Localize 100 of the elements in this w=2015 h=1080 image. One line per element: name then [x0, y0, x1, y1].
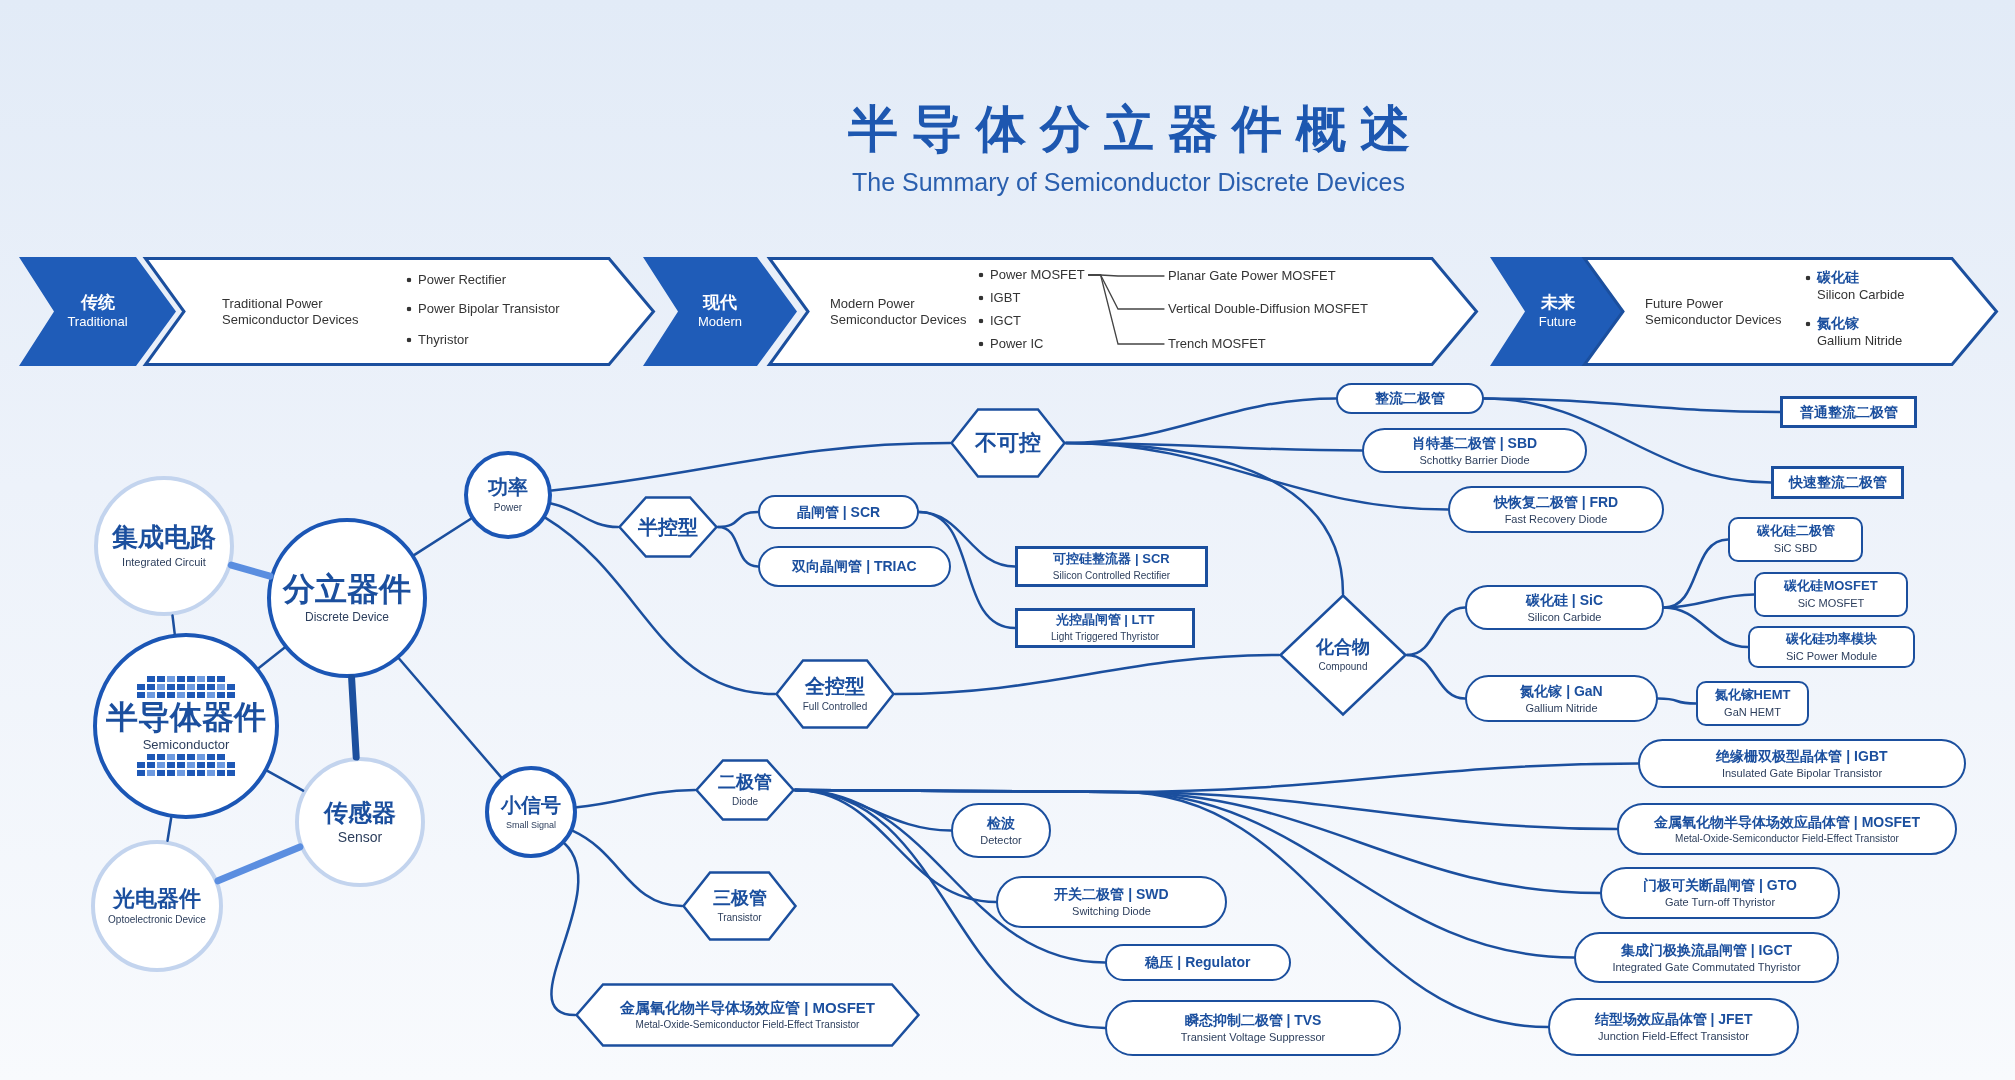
rounded-node — [1574, 932, 1839, 983]
hexagon-node — [775, 659, 895, 729]
chevron-tag — [643, 257, 797, 366]
node-title: 未来 — [1540, 292, 1575, 313]
node-title: 瞬态抑制二极管 | TVS — [1184, 1012, 1322, 1029]
rounded-node — [1105, 1000, 1401, 1056]
rounded-node — [1617, 803, 1957, 855]
node-subtitle: Switching Diode — [1072, 905, 1151, 918]
node-subtitle: Traditional — [67, 315, 128, 331]
node-title: 金属氧化物半导体场效应管 | MOSFET — [620, 999, 875, 1017]
node-subtitle: Silicon Carbide — [1817, 288, 1905, 304]
connector-line — [166, 816, 173, 843]
node-title: 全控型 — [805, 675, 865, 699]
hexagon-node — [575, 983, 920, 1047]
node-title: 传感器 — [324, 798, 396, 827]
connector-line — [793, 788, 1107, 1030]
connector-line — [1656, 697, 1698, 705]
rounded-rectangle-node — [1754, 572, 1908, 617]
node-title: 三极管 — [712, 888, 767, 910]
node-title: 绝缘栅双极型晶体管 | IGBT — [1716, 747, 1888, 764]
rectangle-node — [1780, 396, 1917, 428]
node-subtitle: SiC Power Module — [1785, 649, 1878, 663]
connector-line — [171, 614, 176, 635]
node-title: 碳化硅 | SiC — [1525, 591, 1603, 608]
node-title: 稳压 | Regulator — [1145, 954, 1251, 971]
connector-line — [544, 516, 777, 696]
rounded-rectangle-node — [1696, 681, 1809, 726]
node-subtitle: Gate Turn-off Thyristor — [1664, 896, 1776, 909]
node-subtitle: Silicon Carbide — [1527, 610, 1602, 624]
connector-line — [1405, 653, 1467, 700]
hexagon-node — [618, 496, 718, 558]
node-title: 快恢复二极管 | FRD — [1493, 493, 1619, 510]
node-subtitle: SiC MOSFET — [1797, 597, 1865, 610]
node-subtitle: SiC SBD — [1773, 542, 1818, 555]
rounded-node — [1448, 486, 1664, 533]
node-subtitle: GaN HEMT — [1724, 706, 1781, 719]
connector-line — [550, 842, 580, 1017]
node-title: 集成门极换流晶闸管 | IGCT — [1620, 941, 1793, 958]
node-title: 整流二极管 — [1375, 390, 1445, 407]
connector-line — [716, 525, 760, 568]
node-title: 检波 — [987, 814, 1015, 831]
node-title: 氮化镓 | GaN — [1520, 682, 1603, 699]
list-item: Vertical Double-Diffusion MOSFET — [1168, 300, 1368, 318]
rectangle-node — [1771, 466, 1904, 499]
node-title: 肖特基二极管 | SBD — [1411, 434, 1538, 451]
node-subtitle: Integrated Circuit — [122, 556, 206, 569]
rounded-node — [1548, 998, 1799, 1056]
rounded-node — [758, 546, 951, 587]
node-title: 碳化硅二极管 — [1756, 524, 1835, 540]
rounded-node — [1336, 383, 1484, 414]
node-subtitle: Full Controlled — [802, 701, 868, 713]
chevron-tag — [19, 257, 176, 366]
connector-line — [1064, 441, 1345, 596]
node-subtitle: Modern — [697, 315, 743, 331]
node-title: 碳化硅 — [1817, 269, 1860, 286]
node-title: 半控型 — [638, 515, 698, 539]
node-title: 普通整流二极管 — [1799, 403, 1898, 421]
node-subtitle: Optoelectronic Device — [108, 914, 206, 926]
node-subtitle: Semiconductor — [142, 738, 230, 754]
rounded-rectangle-node — [1728, 517, 1863, 562]
rounded-node — [1465, 675, 1658, 722]
connector-line — [266, 769, 305, 792]
connector-line — [413, 517, 473, 557]
node-subtitle: Transistor — [717, 912, 762, 924]
node-title: 结型场效应晶体管 | JFET — [1594, 1011, 1753, 1028]
node-title: 氮化镓HEMT — [1714, 688, 1791, 704]
node-title: 集成电路 — [112, 523, 216, 554]
node-subtitle: Future — [1538, 315, 1577, 331]
node-title: 现代 — [703, 292, 737, 313]
rounded-node — [1600, 867, 1840, 919]
node-subtitle: Light Triggered Thyristor — [1050, 631, 1160, 643]
node-title: 氮化镓 — [1817, 315, 1860, 332]
node-subtitle: Sensor — [337, 829, 383, 846]
node-subtitle: Gallium Nitride — [1525, 701, 1598, 715]
rounded-node — [758, 495, 919, 529]
node-title: 快速整流二极管 — [1788, 474, 1887, 491]
connector-line — [1662, 606, 1750, 649]
node-subtitle: Insulated Gate Bipolar Transistor — [1721, 766, 1883, 780]
node-title: 不可控 — [975, 430, 1041, 456]
chevron-heading: Traditional Power Semiconductor Devices — [222, 295, 360, 328]
node-title: 光电器件 — [113, 886, 201, 912]
node-title: 可控硅整流器 | SCR — [1053, 551, 1170, 567]
node-title: 门极可关断晶闸管 | GTO — [1643, 877, 1797, 894]
rectangle-node — [1015, 608, 1195, 648]
node-subtitle: Fast Recovery Diode — [1504, 512, 1608, 526]
node-title: 金属氧化物半导体场效应晶体管 | MOSFET — [1654, 813, 1920, 830]
rounded-node — [996, 876, 1227, 928]
subtitle: The Summary of Semiconductor Discrete Devices — [852, 168, 1405, 197]
diamond-node — [1279, 594, 1407, 716]
node-title: 光控晶闸管 | LTT — [1055, 613, 1155, 629]
node-subtitle: Small Signal — [506, 819, 556, 831]
node-subtitle: Metal-Oxide-Semiconductor Field-Effect Transistor — [635, 1019, 860, 1031]
rounded-node — [1362, 428, 1587, 473]
node-title: 碳化硅功率模块 — [1786, 631, 1877, 647]
list-item: Planar Gate Power MOSFET — [1168, 267, 1336, 285]
connector-line — [1087, 274, 1165, 345]
rounded-rectangle-node — [1748, 626, 1915, 668]
list-item: Trench MOSFET — [1168, 335, 1266, 353]
node-title: 晶闸管 | SCR — [796, 503, 881, 521]
node-subtitle: Discrete Device — [305, 611, 389, 625]
